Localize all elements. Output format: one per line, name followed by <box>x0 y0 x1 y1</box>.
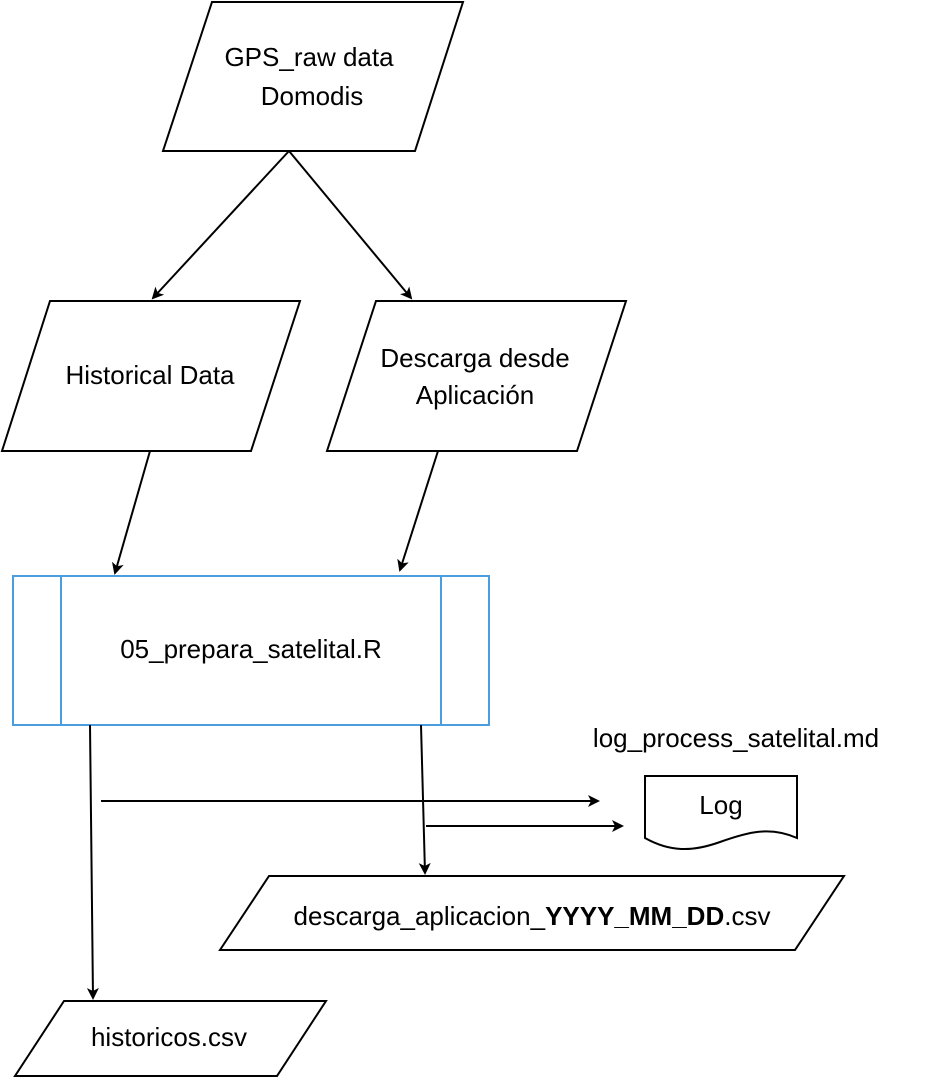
arrow-descarga-to-process <box>397 450 439 572</box>
gps-raw-data-label-line2: Domodis <box>261 81 364 111</box>
descarga-csv-label-date: YYYY_MM_DD <box>545 901 724 931</box>
gps-raw-data-node: GPS_raw data Domodis <box>161 1 465 152</box>
historical-data-label: Historical Data <box>65 360 235 390</box>
historicos-csv-node: historicos.csv <box>13 1000 328 1077</box>
historicos-csv-shape <box>13 1000 328 1077</box>
historicos-csv-label: historicos.csv <box>91 1022 247 1052</box>
descarga-csv-shape <box>218 875 846 951</box>
log-file-name-label: log_process_satelital.md <box>593 723 879 753</box>
historical-data-shape <box>0 300 302 452</box>
arrow-historical-to-process <box>111 450 151 575</box>
arrow-gps-to-descarga <box>288 150 413 300</box>
arrow-gps-to-historical <box>151 150 290 300</box>
process-node: 05_prepara_satelital.R <box>12 575 490 726</box>
arrow-process-to-descarga-csv <box>418 724 431 875</box>
process-shape <box>12 575 490 726</box>
descarga-csv-label-prefix: descarga_aplicacion_ <box>294 901 546 931</box>
log-document-label: Log <box>699 790 742 820</box>
log-document-shape <box>644 775 798 851</box>
arrow-process-to-historicos <box>86 724 99 1000</box>
process-label: 05_prepara_satelital.R <box>120 634 382 664</box>
descarga-aplicacion-label-line2: Aplicación <box>416 380 535 410</box>
descarga-aplicacion-shape <box>325 300 628 452</box>
descarga-csv-label-suffix: .csv <box>724 901 770 931</box>
gps-raw-data-label-line1: GPS_raw data <box>224 42 394 72</box>
historical-data-node: Historical Data <box>0 300 302 452</box>
gps-raw-data-shape <box>161 1 465 152</box>
descarga-aplicacion-label-line1: Descarga desde <box>380 343 569 373</box>
descarga-aplicacion-node: Descarga desde Aplicación <box>325 300 628 452</box>
descarga-csv-node: descarga_aplicacion_YYYY_MM_DD.csv <box>218 875 846 951</box>
descarga-csv-label: descarga_aplicacion_YYYY_MM_DD.csv <box>294 901 771 931</box>
log-document-node: Log <box>644 775 798 851</box>
